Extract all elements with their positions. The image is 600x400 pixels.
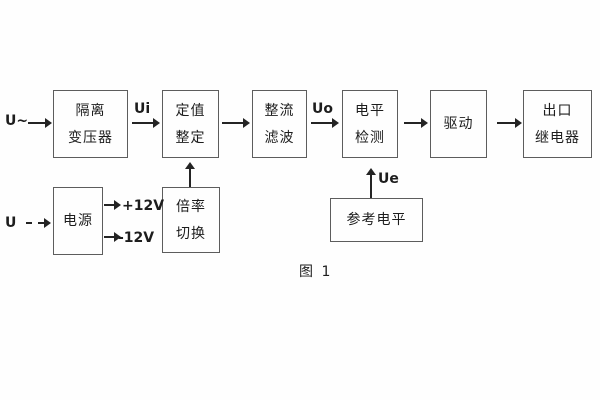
arrow-reference-to-level <box>366 168 376 198</box>
block-label-line: 检测 <box>355 129 385 146</box>
arrow-ac-input-to-transformer <box>28 118 52 128</box>
block-output-relay: 出口 继电器 <box>523 90 592 158</box>
block-label-line: 电源 <box>63 213 93 229</box>
block-label-line: 整定 <box>175 129 206 146</box>
block-label-line: 出口 <box>542 102 573 119</box>
block-label-line: 电平 <box>355 102 385 119</box>
label-minus-12v: -12V <box>118 230 155 246</box>
arrow-rectifier-to-level <box>311 118 339 128</box>
label-ue-signal: Ue <box>378 171 399 187</box>
arrow-level-to-driver <box>404 118 428 128</box>
label-ac-input: U~ <box>5 113 29 129</box>
arrow-transformer-to-setting <box>132 118 160 128</box>
block-setting-adjust: 定值 整定 <box>162 90 219 158</box>
label-ui-signal: Ui <box>134 101 151 117</box>
block-label-line: 滤波 <box>264 129 295 146</box>
arrow-power-minus12v <box>104 232 121 242</box>
arrow-driver-to-relay <box>497 118 522 128</box>
figure-caption: 图 1 <box>299 264 333 280</box>
block-label-line: 隔离 <box>75 102 106 119</box>
block-label-line: 驱动 <box>443 116 474 132</box>
block-label-line: 整流 <box>264 102 295 119</box>
block-isolation-transformer: 隔离 变压器 <box>53 90 128 158</box>
arrow-dc-input-to-power <box>26 218 51 228</box>
arrow-ratio-switch-to-setting <box>185 162 195 187</box>
label-uo-signal: Uo <box>312 101 333 117</box>
arrow-setting-to-rectifier <box>222 118 250 128</box>
arrow-power-plus12v <box>104 200 121 210</box>
block-label-line: 变压器 <box>68 129 113 146</box>
block-reference-level: 参考电平 <box>330 198 423 242</box>
block-driver: 驱动 <box>430 90 487 158</box>
block-rectifier-filter: 整流 滤波 <box>252 90 307 158</box>
block-label-line: 倍率 <box>176 198 206 215</box>
label-plus-12v: +12V <box>122 198 165 214</box>
block-label-line: 参考电平 <box>346 212 407 228</box>
block-label-line: 定值 <box>175 102 206 119</box>
block-level-detection: 电平 检测 <box>342 90 398 158</box>
label-dc-input: U <box>5 215 17 231</box>
block-label-line: 切换 <box>176 225 206 242</box>
block-label-line: 继电器 <box>535 129 580 146</box>
block-ratio-switch: 倍率 切换 <box>162 187 220 253</box>
block-power-supply: 电源 <box>53 187 103 255</box>
